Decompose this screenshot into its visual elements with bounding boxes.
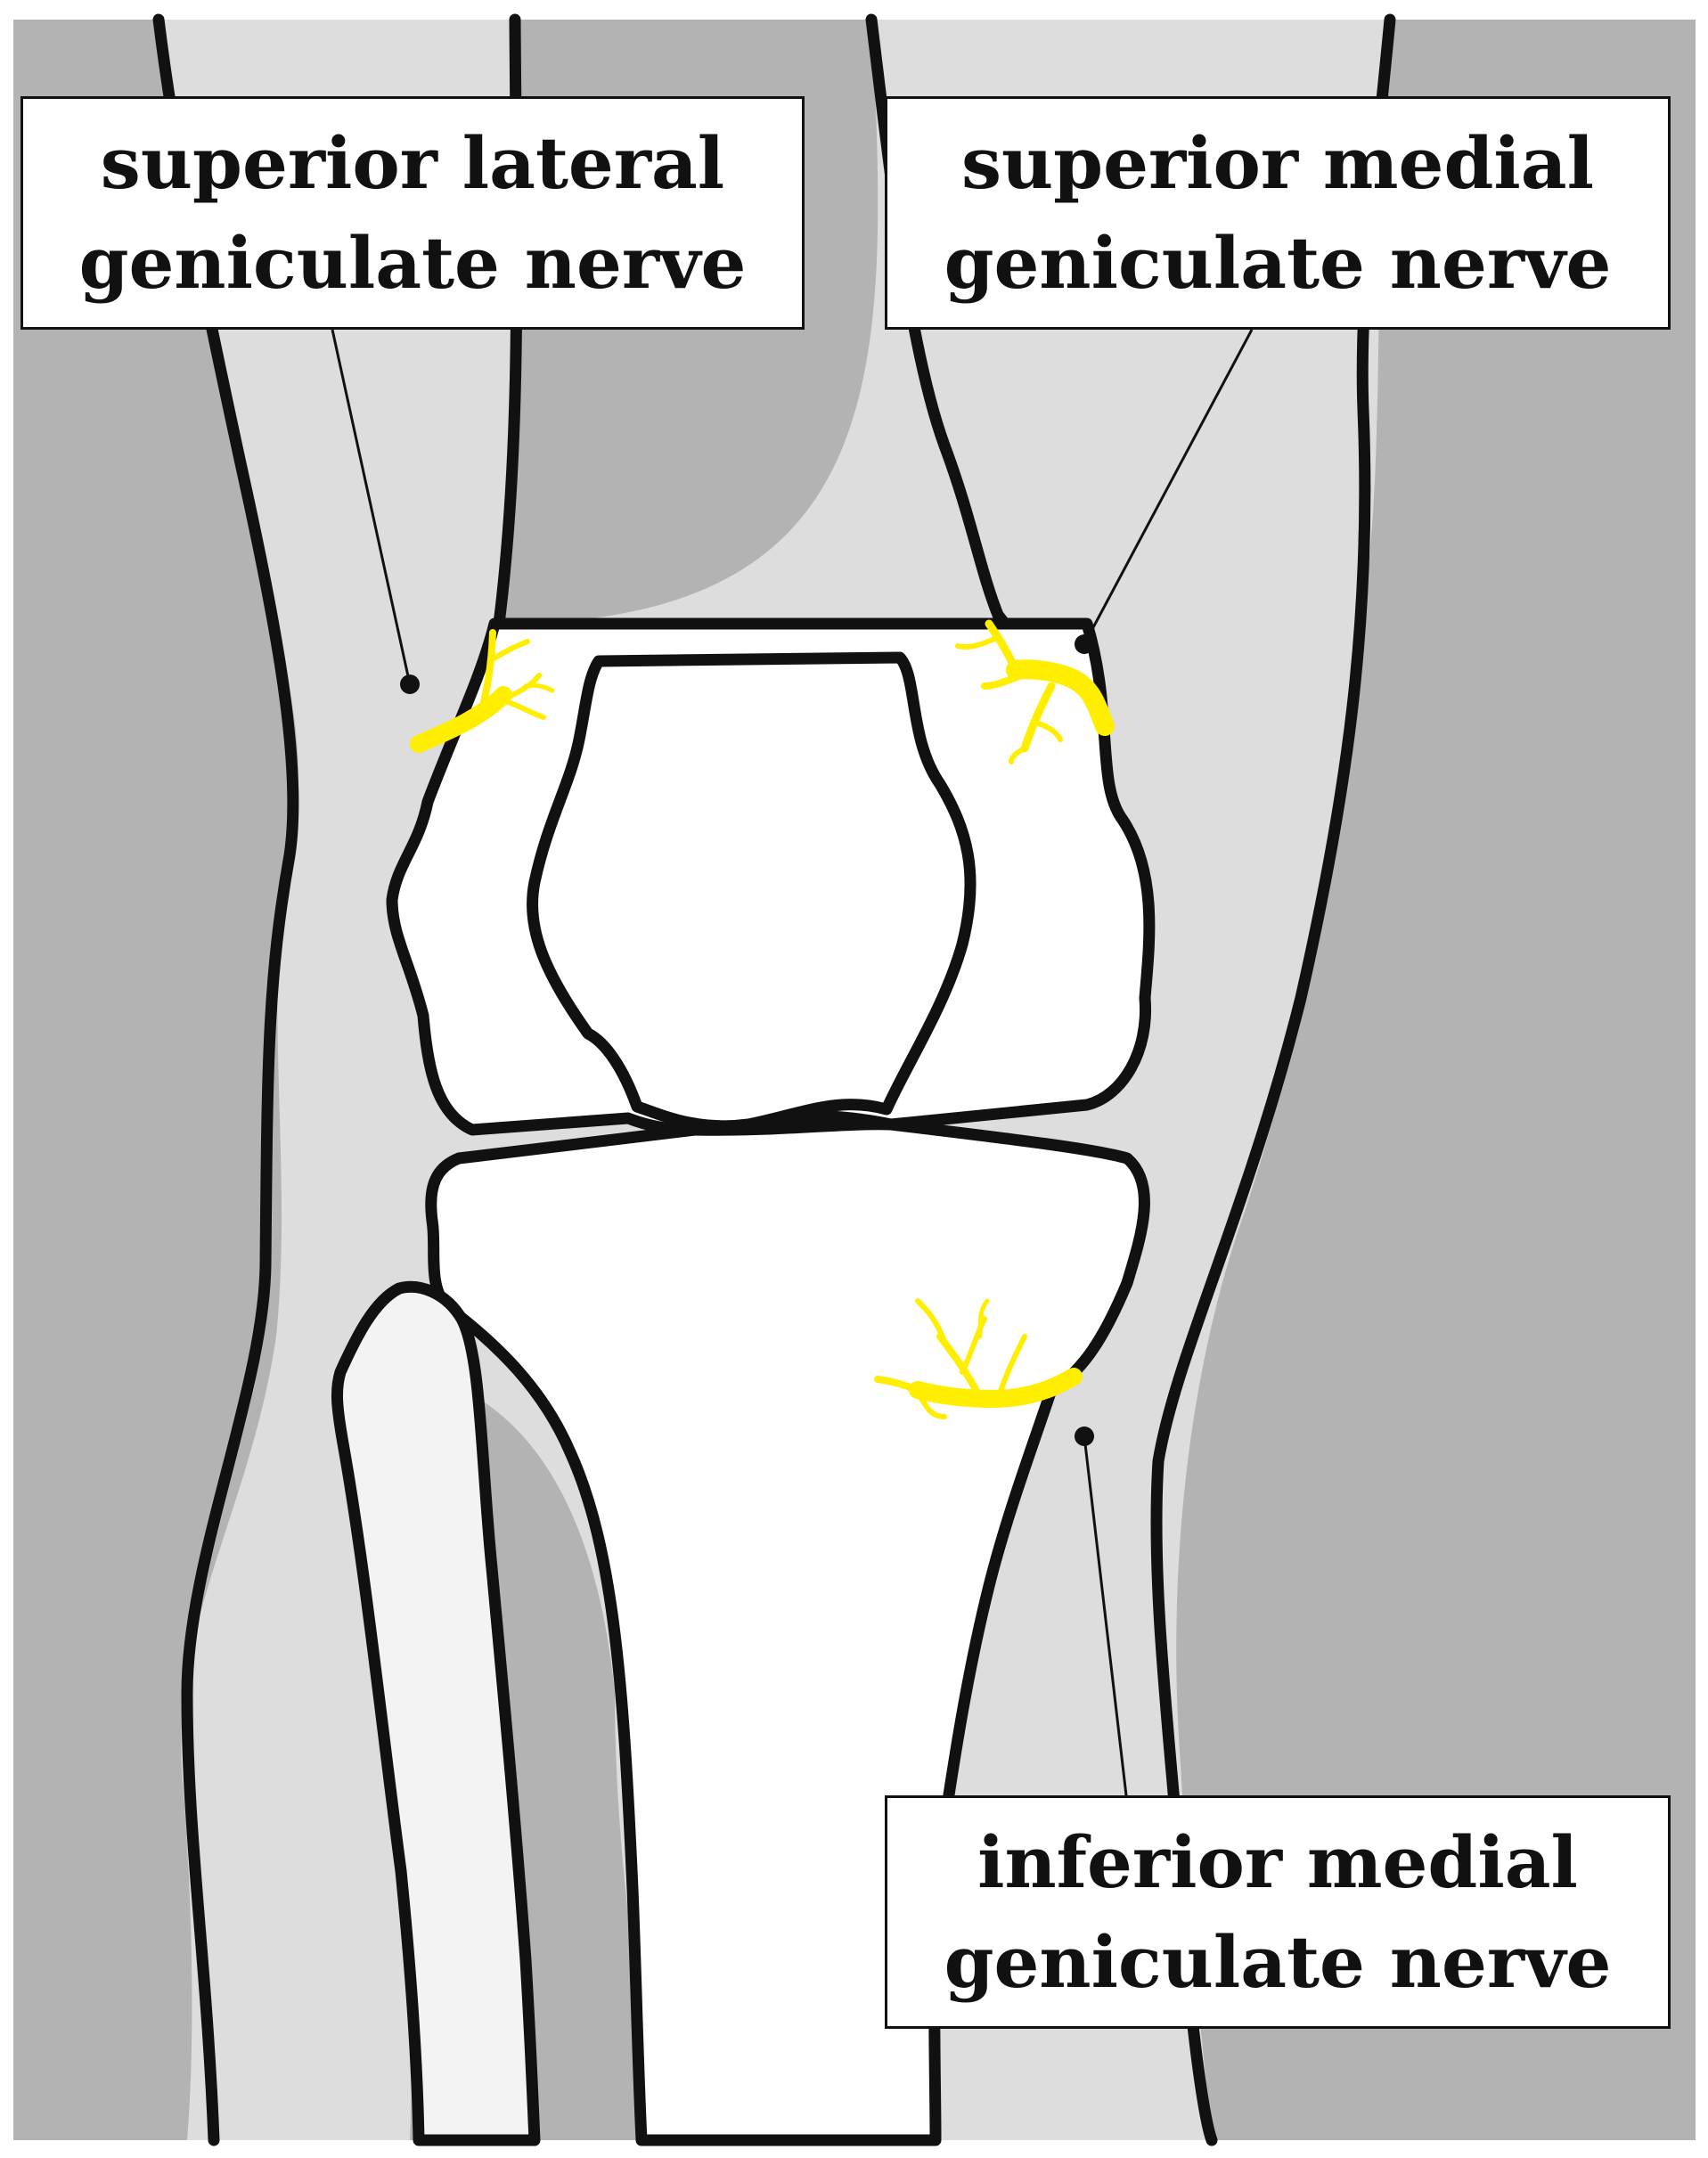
superior-lateral-label-line2: geniculate nerve (78, 221, 747, 305)
inferior-medial-nerve (874, 1298, 1083, 1419)
inferior-medial-label: inferior medial geniculate nerve (885, 1795, 1671, 2029)
superior-medial-nerve (955, 619, 1115, 764)
lateral-leg-outline (152, 13, 299, 2146)
inferior-medial-label-line2: geniculate nerve (944, 1920, 1612, 2004)
inferior-medial-label-line1: inferior medial (977, 1820, 1578, 1904)
superior-lateral-nerve (410, 629, 555, 753)
leader-superior-lateral (331, 329, 420, 694)
leader-inferior-medial (1075, 1426, 1128, 1796)
leader-superior-medial (1075, 329, 1254, 654)
superior-lateral-label: superior lateral geniculate nerve (20, 96, 805, 330)
superior-lateral-label-line1: superior lateral (100, 121, 725, 205)
fibula (331, 1280, 541, 2146)
superior-medial-label: superior medial geniculate nerve (885, 96, 1671, 330)
superior-medial-label-line2: geniculate nerve (944, 221, 1612, 305)
superior-medial-label-line1: superior medial (960, 121, 1595, 205)
